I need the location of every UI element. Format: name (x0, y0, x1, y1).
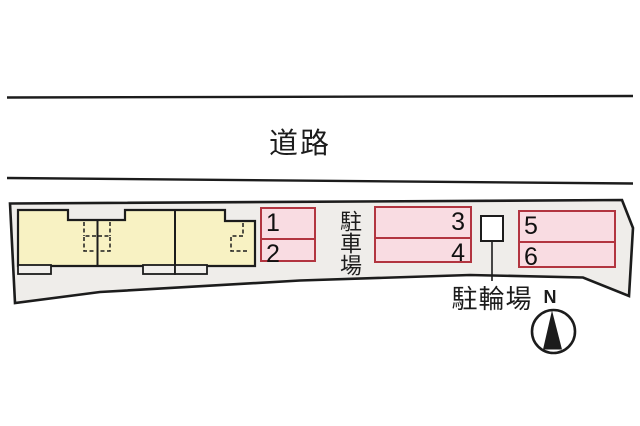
compass-needle (543, 310, 562, 350)
parking-lot-label: 駐車場 (336, 210, 361, 276)
bicycle-parking-label: 駐輪場 (451, 285, 533, 315)
parking-space-6: 6 (520, 243, 614, 272)
road-line-bottom (6, 176, 634, 185)
entry-dashed-mark-3 (230, 223, 249, 252)
parking-space-number: 2 (266, 240, 280, 268)
parking-box-1-2: 1 2 (260, 207, 316, 268)
parking-space-number: 6 (524, 243, 538, 271)
bicycle-shed (480, 215, 504, 242)
parking-box-3-4: 3 4 (374, 206, 472, 267)
building (16, 208, 257, 268)
road-line-top (6, 94, 634, 99)
parking-space-2: 2 (262, 240, 314, 269)
entry-dashed-mark-2 (98, 222, 111, 252)
parking-box-5-6: 5 6 (518, 210, 616, 271)
compass (530, 308, 577, 355)
building-porch-1 (17, 264, 52, 275)
parking-space-number: 4 (451, 239, 465, 267)
north-label: N (543, 287, 557, 307)
building-porch-3 (174, 264, 208, 275)
parking-space-3: 3 (376, 208, 470, 239)
parking-space-number: 5 (524, 212, 538, 240)
parking-space-4: 4 (376, 239, 470, 268)
parking-space-5: 5 (520, 212, 614, 243)
parking-space-1: 1 (262, 209, 314, 240)
parking-space-number: 1 (266, 209, 280, 237)
building-porch-2 (142, 264, 176, 275)
entry-dashed-mark-1 (83, 222, 96, 252)
parking-space-number: 3 (451, 208, 465, 236)
road-label: 道路 (268, 126, 331, 160)
